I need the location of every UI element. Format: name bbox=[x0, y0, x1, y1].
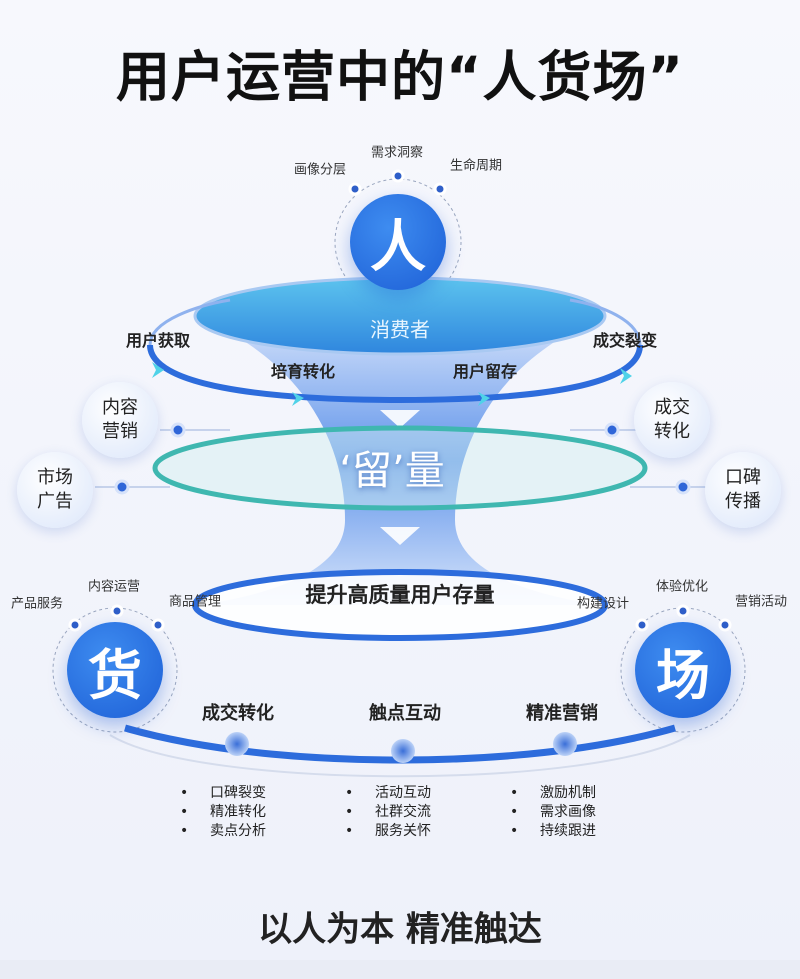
side-circle-market-ads: 市场 广告 bbox=[17, 452, 93, 528]
ring-front bbox=[147, 344, 643, 404]
list-item: 服务关怀 bbox=[345, 822, 431, 841]
list-item: 精准转化 bbox=[180, 803, 266, 822]
goods-tag: 内容运营 bbox=[87, 579, 141, 595]
side-circle-word-of-mouth: 口碑 传播 bbox=[705, 452, 781, 528]
people-tag: 生命周期 bbox=[449, 158, 503, 174]
venue-tag: 营销活动 bbox=[734, 594, 788, 610]
consumer-label: 消费者 bbox=[370, 317, 430, 342]
goods-tag: 商品管理 bbox=[168, 594, 222, 610]
goods-circle: 货 bbox=[67, 622, 163, 718]
list-item: 持续跟进 bbox=[510, 822, 596, 841]
ring-label: 培育转化 bbox=[270, 362, 336, 381]
bottom-bar bbox=[0, 960, 800, 979]
down-chevron bbox=[380, 410, 420, 428]
stage-label: 触点互动 bbox=[369, 703, 441, 724]
list-item: 活动互动 bbox=[345, 784, 431, 803]
stage-dots bbox=[225, 732, 577, 763]
side-circle-content-marketing: 内容 营销 bbox=[82, 382, 158, 458]
list-item: 需求画像 bbox=[510, 803, 596, 822]
retention-ellipse bbox=[152, 425, 648, 511]
ring-arrows bbox=[152, 362, 632, 406]
stage-list: 活动互动 社群交流 服务关怀 bbox=[345, 784, 431, 841]
storage-ellipse bbox=[192, 569, 608, 641]
down-chevron bbox=[380, 527, 420, 545]
retention-label: ‘留’量 bbox=[339, 448, 445, 494]
people-circle: 人 bbox=[350, 194, 446, 290]
list-item: 激励机制 bbox=[510, 784, 596, 803]
stage-label: 精准营销 bbox=[526, 703, 598, 724]
people-tag: 画像分层 bbox=[293, 162, 347, 178]
stage-list: 激励机制 需求画像 持续跟进 bbox=[510, 784, 596, 841]
list-item: 口碑裂变 bbox=[180, 784, 266, 803]
stage-list: 口碑裂变 精准转化 卖点分析 bbox=[180, 784, 266, 841]
ring-label: 用户获取 bbox=[125, 331, 191, 350]
page-title: 用户运营中的“人货场” bbox=[116, 45, 684, 109]
list-item: 社群交流 bbox=[345, 803, 431, 822]
stage-label: 成交转化 bbox=[202, 703, 274, 724]
venue-tag: 体验优化 bbox=[655, 579, 709, 595]
venue-circle: 场 bbox=[635, 622, 731, 718]
people-tag: 需求洞察 bbox=[370, 145, 424, 161]
funnel-body bbox=[200, 318, 600, 605]
side-circle-deal-conversion: 成交 转化 bbox=[634, 382, 710, 458]
storage-label: 提升高质量用户存量 bbox=[305, 583, 495, 607]
goods-tag: 产品服务 bbox=[10, 596, 64, 612]
venue-tag: 构建设计 bbox=[576, 596, 630, 612]
ring-label: 用户留存 bbox=[452, 362, 518, 381]
footer-slogan: 以人为本 精准触达 bbox=[258, 909, 542, 950]
list-item: 卖点分析 bbox=[180, 822, 266, 841]
ring-label: 成交裂变 bbox=[592, 331, 658, 350]
